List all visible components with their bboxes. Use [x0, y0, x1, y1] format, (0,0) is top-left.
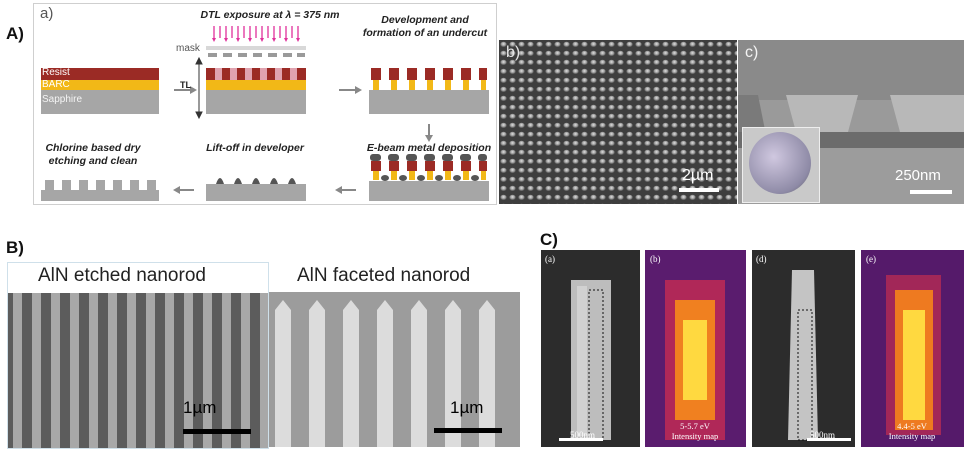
sem-image-b [499, 40, 737, 204]
map-b-energy-label: 5-5.7 eV [680, 421, 710, 431]
panel-a-label: A) [6, 24, 24, 43]
step-liftoff-label: Lift-off in developer [206, 142, 304, 154]
etched-scale-label: 1µm [183, 398, 217, 417]
tl-bracket [195, 56, 203, 120]
faceted-scale-label: 1µm [450, 398, 484, 417]
intensity-map-b [645, 250, 746, 447]
etched-nanorod-image [7, 262, 269, 449]
nanorod-array-image [499, 40, 737, 204]
scale-bar-tem-a [559, 438, 603, 441]
tem-image-d [752, 250, 855, 447]
etched-stack [41, 180, 159, 201]
sem-c-label: c) [745, 44, 759, 61]
wafer-photo [749, 132, 811, 194]
barc-layer-label: BARC [42, 79, 70, 90]
resist-layer-label: Resist [42, 67, 70, 78]
step-etch-label: Chlorine based dry etching and clean [45, 142, 141, 167]
process-flow-box [33, 3, 497, 205]
etched-nanorod-sem [8, 293, 268, 448]
scale-bar-b [679, 188, 719, 192]
faceted-nanorod-image [269, 262, 520, 447]
scale-bar-c [910, 190, 952, 194]
initial-stack [41, 68, 159, 114]
map-e-energy-label: 4.4-5 eV [897, 421, 927, 431]
developed-stack [369, 68, 489, 114]
step-exposure-label: DTL exposure at λ = 375 nm [200, 9, 340, 21]
arrow-left-2 [173, 186, 194, 194]
exposed-stack [206, 68, 306, 114]
metal-deposited-stack [369, 154, 489, 201]
nanorod-tem-d [752, 250, 855, 447]
uv-exposure-arrows [213, 26, 299, 38]
nanorod-tem-a [541, 250, 640, 447]
process-flow-diagram [41, 26, 489, 201]
scale-bar-tem-d [807, 438, 851, 441]
sem-c-scale-label: 250nm [895, 167, 941, 184]
step-ebeam-label: E-beam metal deposition [366, 142, 492, 154]
faceted-nanorod-sem [269, 292, 520, 447]
scale-bar-faceted [434, 428, 502, 433]
sapphire-layer-label: Sapphire [42, 94, 83, 105]
panel-b-label: B) [6, 238, 24, 257]
faceted-nanorod-title: AlN faceted nanorod [297, 265, 471, 286]
sem-b-label: b) [506, 44, 521, 61]
map-e-caption: Intensity map [888, 431, 936, 441]
tem-image-a [541, 250, 640, 447]
tem-d-scale-label: 500nm [810, 430, 836, 440]
scale-bar-etched [183, 429, 251, 434]
intensity-map-e [861, 250, 964, 447]
mask-plate [206, 46, 306, 50]
map-e-label: (e) [866, 254, 876, 264]
panel-c-label: C) [540, 230, 558, 249]
arrow-left-1 [335, 186, 356, 194]
mask-pattern [208, 53, 305, 57]
arrow-down [425, 124, 433, 142]
tem-d-label: (d) [756, 254, 767, 264]
arrow-1 [174, 86, 197, 94]
tem-a-scale-label: 500nm [570, 430, 596, 440]
liftoff-stack [206, 178, 306, 201]
map-b-caption: Intensity map [671, 431, 719, 441]
wafer-inset [742, 127, 820, 203]
tl-label: TL [180, 80, 191, 90]
eels-map-b [645, 250, 746, 447]
etched-nanorod-title: AlN etched nanorod [38, 265, 206, 286]
sem-b-scale-label: 2µm [682, 167, 714, 184]
tem-a-label: (a) [545, 254, 555, 264]
eels-map-e [861, 250, 964, 447]
step-development-label: Development and formation of an undercut [362, 14, 488, 39]
panel-a-sub-label: a) [40, 5, 54, 22]
mask-label: mask [176, 43, 200, 54]
arrow-2 [339, 86, 362, 94]
map-b-label: (b) [650, 254, 661, 264]
